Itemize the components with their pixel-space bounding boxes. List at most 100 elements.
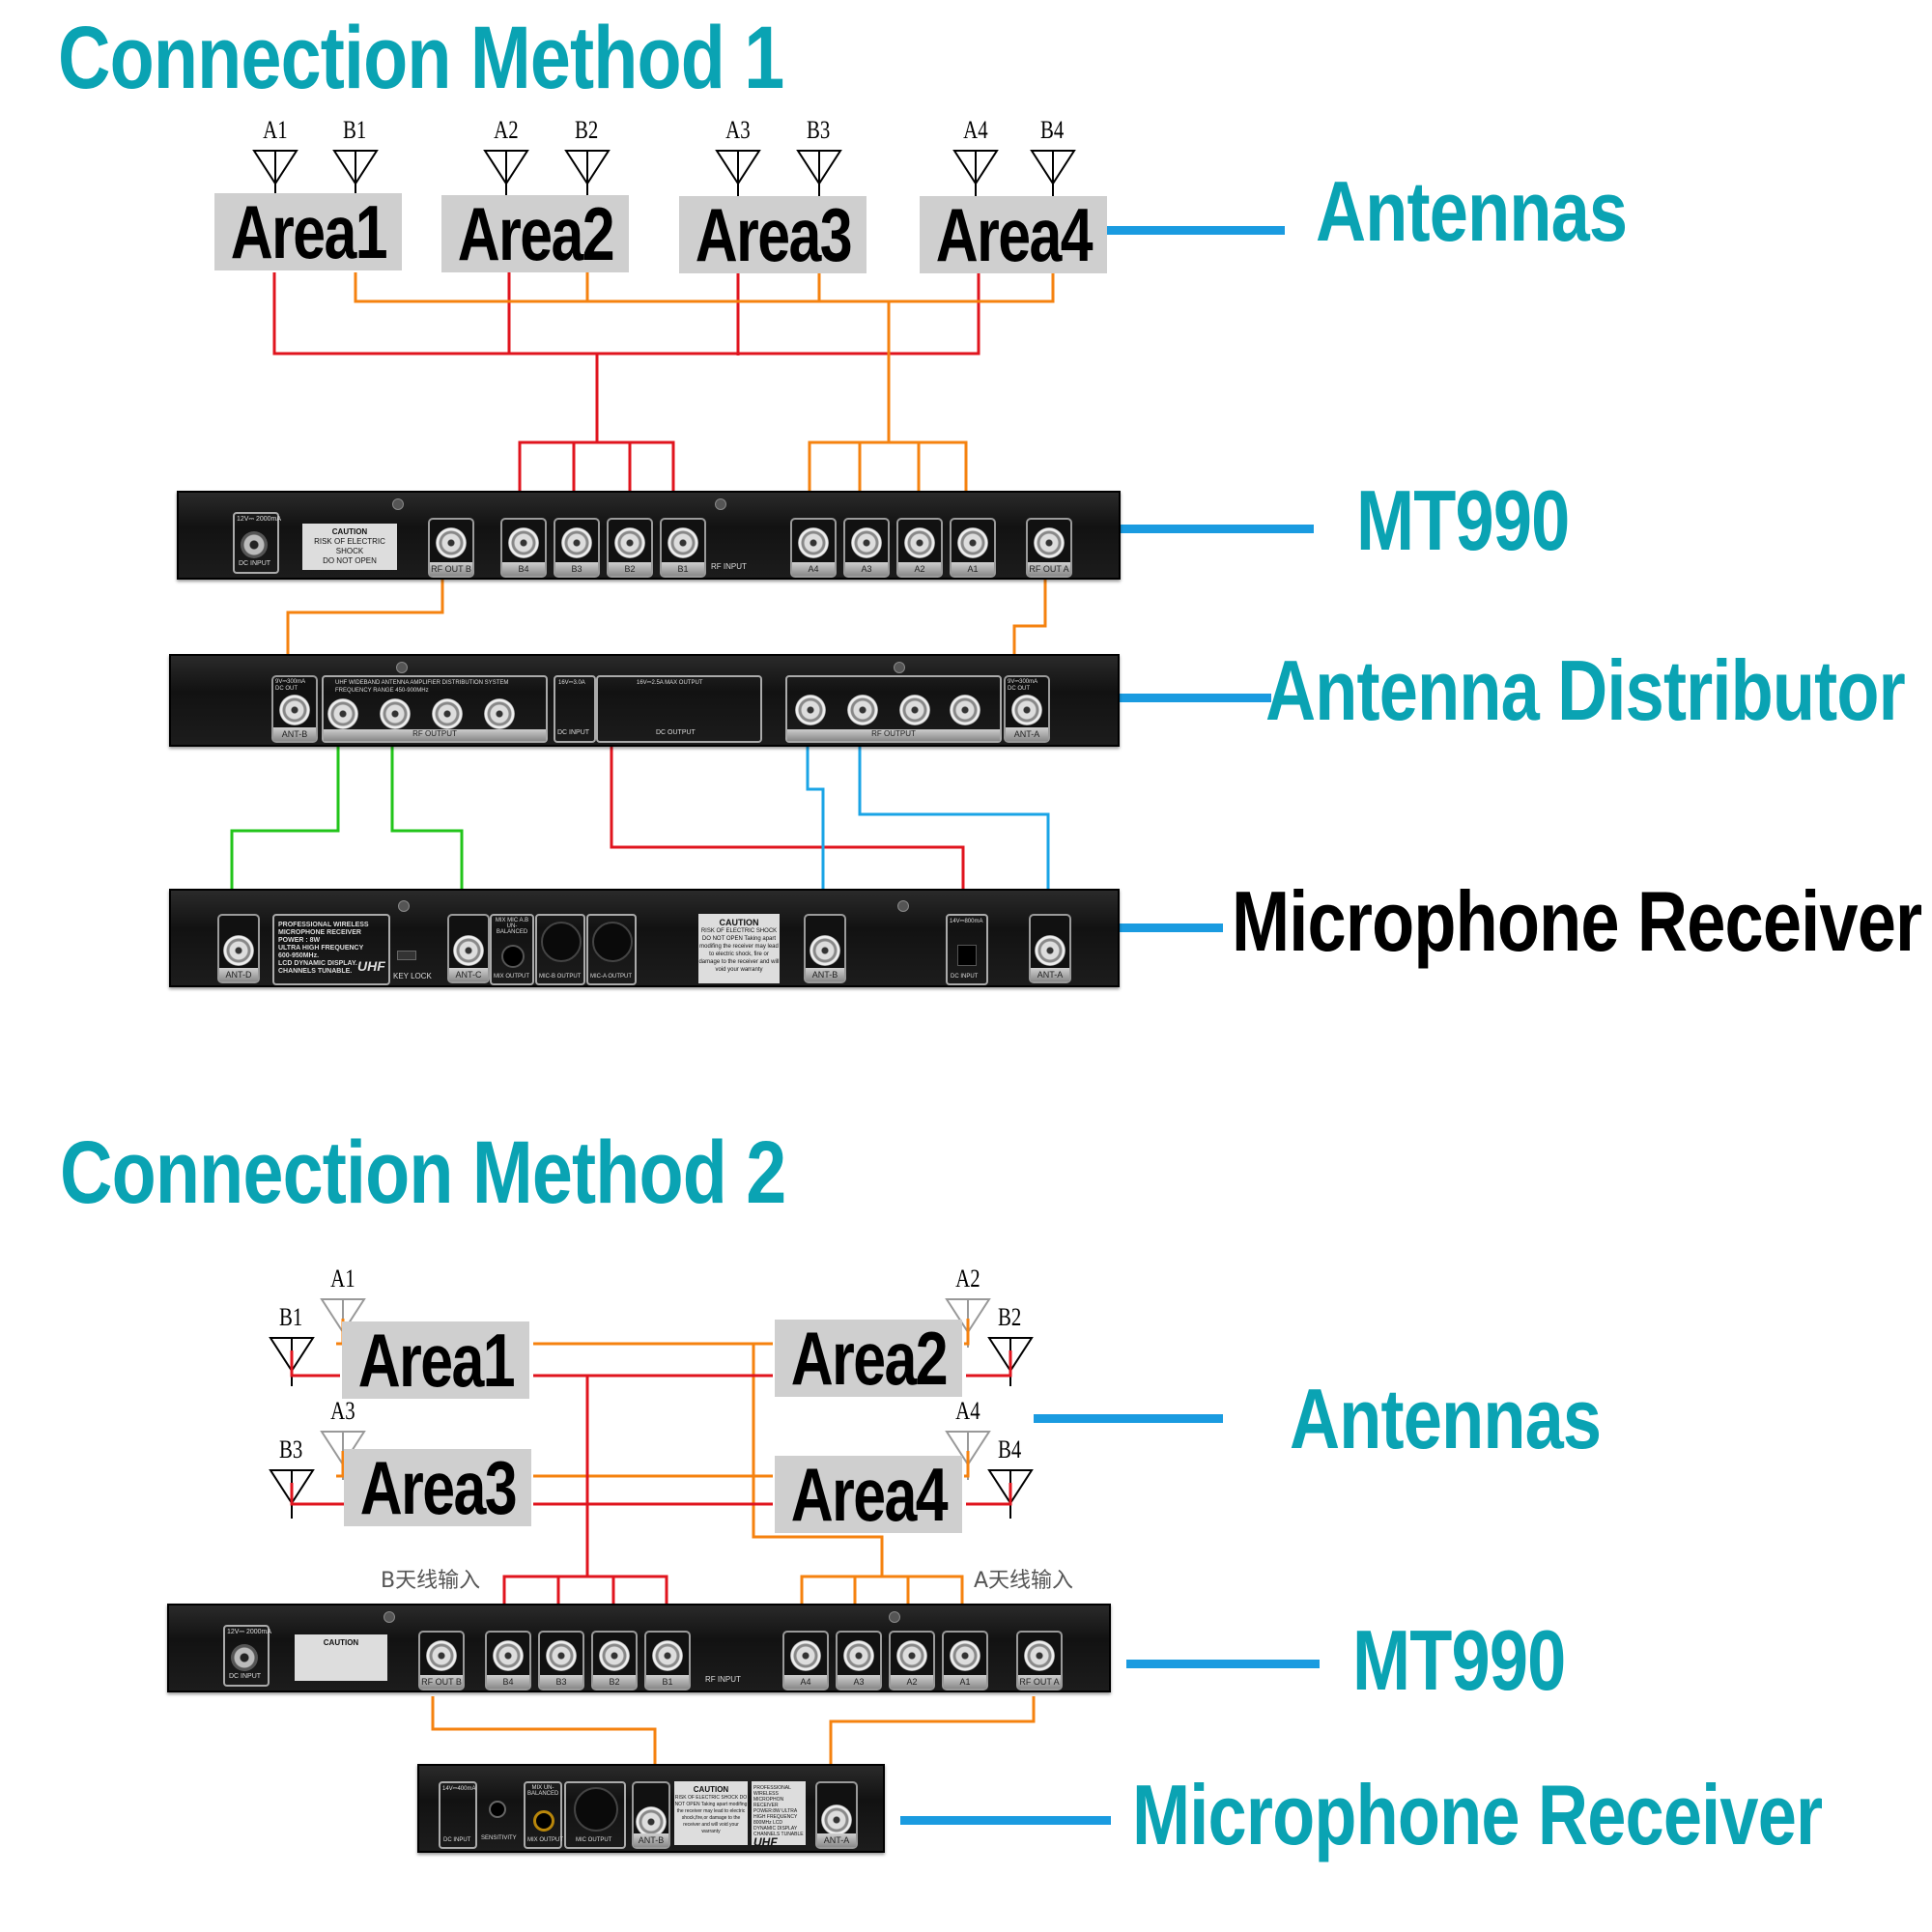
a-input-port-a1[interactable]: A1 — [950, 518, 996, 578]
receiver-ant-c-port[interactable]: ANT-C — [447, 914, 490, 983]
method2-receiver-dc-input[interactable]: 14V⎓400mA DC INPUT — [439, 1781, 477, 1849]
antenna-label: A4 — [963, 116, 988, 144]
rf-output-blue — [806, 744, 1050, 927]
b-input-port-b1[interactable]: B1 — [660, 518, 706, 578]
method2-b-input-port-b3[interactable]: B3 — [538, 1631, 584, 1690]
method2-caution-sticker: CAUTION — [295, 1634, 387, 1681]
rf-out-a-port[interactable]: RF OUT A — [1026, 518, 1072, 578]
method2-rf-input-label: RF INPUT — [705, 1675, 741, 1684]
receiver-dc-input[interactable]: 14V⎓800mA DC INPUT — [946, 914, 988, 985]
area3-box: Area3 — [679, 192, 867, 277]
antenna-label: A1 — [330, 1264, 355, 1293]
b-antenna-bus — [272, 272, 980, 493]
distributor-dc-input[interactable]: 16V⎓3.0A DC INPUT — [554, 675, 596, 743]
antenna-label: A4 — [955, 1397, 980, 1425]
mix-output-jack[interactable]: MIX MIC A.B UN-BALANCED MIX OUTPUT — [490, 914, 534, 985]
a-input-port-a3[interactable]: A3 — [843, 518, 890, 578]
method2-microphone-receiver-label: Microphone Receiver — [1132, 1767, 1823, 1862]
method2-receiver-ant-a-port[interactable]: ANT-A — [815, 1781, 858, 1849]
sensitivity-knob[interactable] — [489, 1801, 506, 1818]
method2-b-input-port-b4[interactable]: B4 — [485, 1631, 531, 1690]
spec-line: PROFESSIONAL WIRELESS — [278, 922, 369, 928]
antenna-icon — [564, 150, 611, 199]
antenna-icon — [1030, 150, 1076, 199]
a-input-port-a4[interactable]: A4 — [790, 518, 837, 578]
spec-line: MICROPHONE RECEIVER — [278, 929, 361, 936]
a-input-port-a2[interactable]: A2 — [896, 518, 943, 578]
rf-output-connector[interactable] — [795, 695, 826, 725]
rf-output-connector[interactable] — [847, 695, 878, 725]
distributor-rf-output-b-panel: UHF WIDEBAND ANTENNA AMPLIFIER DISTRIBUT… — [322, 675, 548, 743]
antenna-label: A1 — [263, 116, 288, 144]
receiver-ant-d-port[interactable]: ANT-D — [217, 914, 260, 983]
method2-antennas-leader-line — [1034, 1414, 1223, 1423]
distributor-leader-line — [1111, 694, 1271, 702]
b-input-port-b2[interactable]: B2 — [607, 518, 653, 578]
method2-a-bus — [336, 1319, 1036, 1790]
dc-output-red — [610, 744, 965, 927]
method2-a-input-port-a1[interactable]: A1 — [942, 1631, 988, 1690]
key-lock-label: KEY LOCK — [393, 972, 432, 980]
mt990-device: 12V⎓ 2000mA DC INPUT CAUTION RISK OF ELE… — [177, 491, 1121, 580]
method2-mix-output-jack[interactable]: MIX UN-BALANCED MIX OUTPUT — [524, 1781, 563, 1849]
method2-receiver-leader-line — [900, 1816, 1111, 1825]
antenna-label: B3 — [807, 116, 831, 144]
spec-line: CHANNELS TUNABLE. — [278, 968, 353, 975]
distributor-ant-b-port[interactable]: 9V⎓300mA DC OUT ANT-B — [271, 675, 318, 743]
receiver-caution-sticker: CAUTION RISK OF ELECTRIC SHOCK DO NOT OP… — [698, 914, 780, 983]
antenna-label: A3 — [330, 1397, 355, 1425]
method2-receiver-spec-sticker: PROFESSIONAL WIRELESS MICROPHON RECEIVER… — [752, 1781, 806, 1848]
spec-line: ULTRA HIGH FREQUENCY — [278, 945, 364, 952]
b-input-port-b4[interactable]: B4 — [500, 518, 547, 578]
antenna-label: A2 — [494, 116, 519, 144]
antenna-label: B4 — [998, 1435, 1022, 1463]
rf-out-b-port[interactable]: RF OUT B — [428, 518, 474, 578]
antennas-leader-line — [1107, 226, 1285, 235]
rf-output-connector[interactable] — [950, 695, 980, 725]
antenna-label: A2 — [955, 1264, 980, 1293]
method2-mt990-leader-line — [1126, 1660, 1320, 1668]
caution-sticker: CAUTION RISK OF ELECTRIC SHOCK DO NOT OP… — [302, 524, 397, 570]
rf-output-connector[interactable] — [899, 695, 930, 725]
b-input-port-b3[interactable]: B3 — [554, 518, 600, 578]
method2-a-input-port-a2[interactable]: A2 — [889, 1631, 935, 1690]
antenna-symbols — [252, 150, 1076, 199]
area1-box: Area1 — [214, 189, 402, 274]
antenna-label: B2 — [575, 116, 599, 144]
distributor-ant-a-port[interactable]: 9V⎓300mA DC OUT ANT-A — [1004, 675, 1050, 743]
a-antenna-input-label: A天线输入 — [974, 1569, 1074, 1593]
area2-box: Area2 — [441, 191, 629, 276]
antenna-icon — [483, 150, 529, 199]
rf-output-connector[interactable] — [327, 698, 358, 729]
dc-input-jack[interactable]: 12V⎓ 2000mA DC INPUT — [233, 512, 281, 574]
receiver-ant-a-port[interactable]: ANT-A — [1029, 914, 1071, 983]
method2-rf-out-a-port[interactable]: RF OUT A — [1016, 1631, 1063, 1690]
mic-b-output-xlr[interactable]: MIC-B OUTPUT — [535, 914, 585, 985]
method2-receiver-ant-b-port[interactable]: ANT-B — [632, 1781, 670, 1849]
receiver-ant-b-port[interactable]: ANT-B — [804, 914, 846, 983]
method2-b-input-port-b2[interactable]: B2 — [591, 1631, 638, 1690]
antenna-label: B1 — [279, 1303, 303, 1331]
antenna-label: B2 — [998, 1303, 1022, 1331]
rf-output-connector[interactable] — [432, 698, 463, 729]
method2-mic-output-xlr[interactable]: MIC OUTPUT — [564, 1781, 626, 1849]
rf-output-connector[interactable] — [380, 698, 411, 729]
rf-output-connector[interactable] — [484, 698, 515, 729]
method2-area3-box: Area3 — [344, 1445, 531, 1530]
method2-dc-input-jack[interactable]: 12V⎓ 2000mA DC INPUT — [223, 1625, 271, 1687]
method2-a-input-port-a3[interactable]: A3 — [836, 1631, 882, 1690]
distributor-rf-output-a-panel: RF OUTPUT — [785, 675, 1002, 743]
antenna-label: A3 — [725, 116, 751, 144]
area4-box: Area4 — [920, 192, 1107, 277]
method2-b-input-port-b1[interactable]: B1 — [644, 1631, 691, 1690]
method2-area1-box: Area1 — [342, 1318, 529, 1403]
a-antenna-bus — [286, 272, 1055, 676]
method2-receiver-caution-sticker: CAUTION RISK OF ELECTRIC SHOCK DO NOT OP… — [674, 1781, 748, 1845]
key-lock-switch[interactable] — [397, 951, 416, 960]
mic-a-output-xlr[interactable]: MIC-A OUTPUT — [586, 914, 637, 985]
method2-rf-out-b-port[interactable]: RF OUT B — [418, 1631, 465, 1690]
method2-a-input-port-a4[interactable]: A4 — [782, 1631, 829, 1690]
spec-line: POWER : 8W — [278, 937, 321, 944]
